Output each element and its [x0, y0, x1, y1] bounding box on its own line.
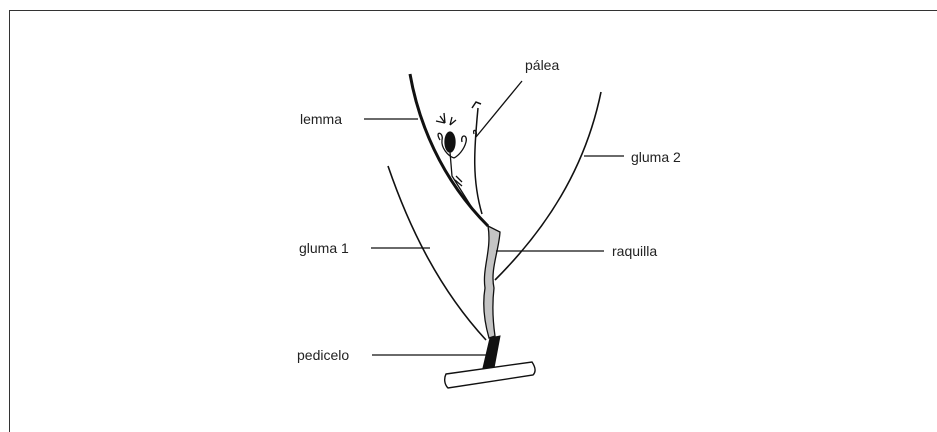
label-gluma-1: gluma 1: [299, 240, 349, 256]
label-palea: pálea: [525, 57, 559, 73]
palea-tip: [472, 102, 481, 108]
label-raquilla: raquilla: [612, 243, 657, 259]
gluma-2-outline: [495, 92, 601, 280]
pedicelo-shape: [483, 336, 500, 368]
raquilla-shape: [484, 226, 500, 338]
palea-outline: [475, 108, 482, 214]
label-pedicelo: pedicelo: [297, 347, 349, 363]
leader-palea: [476, 81, 522, 137]
gluma-1-outline: [388, 166, 486, 340]
label-lemma: lemma: [300, 111, 342, 127]
label-gluma-2: gluma 2: [631, 149, 681, 165]
leader-lines: [364, 81, 624, 355]
